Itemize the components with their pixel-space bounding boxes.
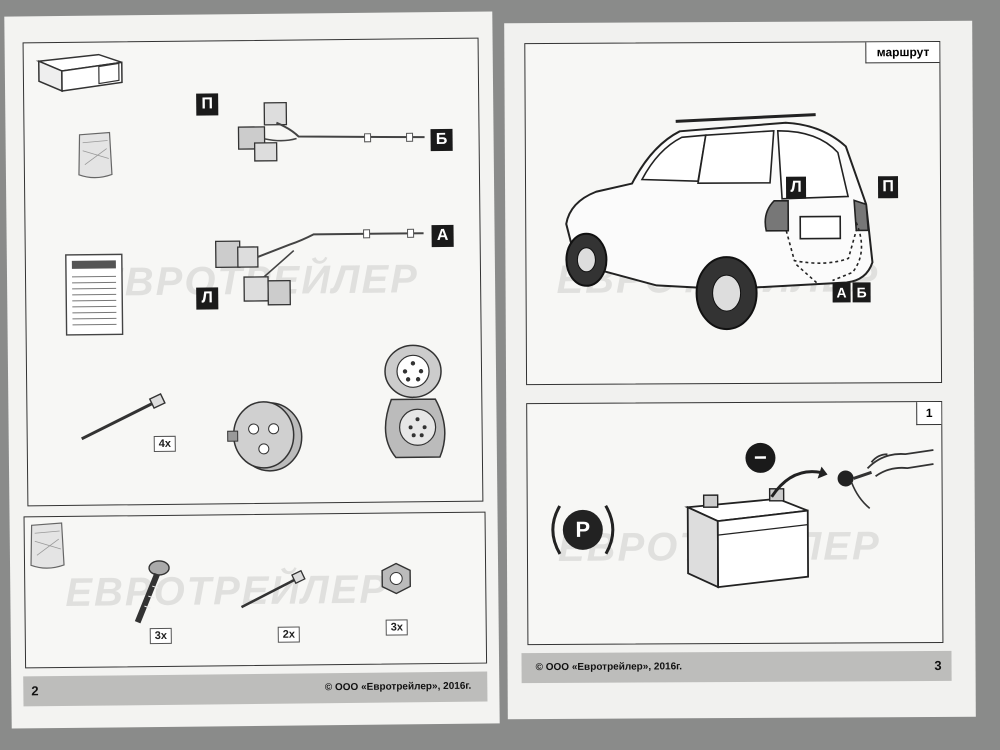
trailer-socket-icon bbox=[384, 344, 446, 459]
nut-icon bbox=[381, 562, 411, 595]
step-number: 1 bbox=[916, 401, 942, 426]
quantity-screw: 3x bbox=[149, 627, 173, 645]
bag-icon bbox=[78, 131, 113, 179]
right-page: маршрут ЕВРОТРЕЙЛЕР Л П А Б 1 ЕВРОТРЕЙЛЕ… bbox=[504, 20, 976, 720]
box-icon bbox=[35, 53, 123, 93]
parts-frame-main: ЕВРОТРЕЙЛЕР П Б А Л bbox=[22, 37, 484, 507]
page-number: 3 bbox=[934, 657, 942, 673]
copyright-text: © ООО «Евротрейлер», 2016г. bbox=[535, 661, 683, 674]
hand-with-wrench-icon bbox=[837, 449, 934, 509]
route-frame: маршрут ЕВРОТРЕЙЛЕР Л П А Б bbox=[524, 40, 943, 386]
left-page: ЕВРОТРЕЙЛЕР П Б А Л bbox=[4, 11, 500, 729]
fastener-bag-icon bbox=[30, 522, 65, 569]
watermark: ЕВРОТРЕЙЛЕР bbox=[65, 567, 389, 615]
step-frame: 1 ЕВРОТРЕЙЛЕР P − bbox=[526, 400, 944, 646]
label-a: А bbox=[431, 224, 454, 248]
label-p: П bbox=[877, 176, 899, 199]
label-l: Л bbox=[785, 176, 807, 199]
label-a: А bbox=[832, 282, 851, 303]
socket-mounting-plate-icon bbox=[227, 401, 303, 472]
quantity-tie-small: 2x bbox=[277, 626, 301, 643]
page-footer: 2 © ООО «Евротрейлер», 2016г. bbox=[23, 671, 488, 707]
parking-brake-icon: P bbox=[548, 498, 618, 562]
battery-icon bbox=[684, 488, 809, 589]
quantity-tie-large: 4x bbox=[153, 435, 177, 453]
wiring-harness-upper-icon bbox=[237, 101, 425, 162]
parts-frame-fasteners: ЕВРОТРЕЙЛЕР 3x 2x 3x bbox=[23, 511, 488, 669]
manual-icon bbox=[65, 253, 124, 336]
page-number: 2 bbox=[31, 683, 39, 699]
wiring-harness-lower-icon bbox=[214, 228, 424, 306]
page-footer: © ООО «Евротрейлер», 2016г. 3 bbox=[521, 650, 952, 684]
copyright-text: © ООО «Евротрейлер», 2016г. bbox=[324, 680, 472, 694]
screw-icon bbox=[134, 560, 170, 624]
cable-tie-large-icon bbox=[81, 392, 166, 441]
car-rear-view-icon bbox=[565, 113, 874, 331]
label-b: Б bbox=[852, 282, 871, 303]
cable-tie-small-icon bbox=[240, 569, 306, 609]
route-label: маршрут bbox=[865, 41, 940, 64]
quantity-nut: 3x bbox=[385, 619, 409, 636]
disconnect-arrow-icon bbox=[770, 466, 828, 498]
label-p: П bbox=[196, 93, 219, 116]
parking-symbol: P bbox=[575, 516, 591, 542]
